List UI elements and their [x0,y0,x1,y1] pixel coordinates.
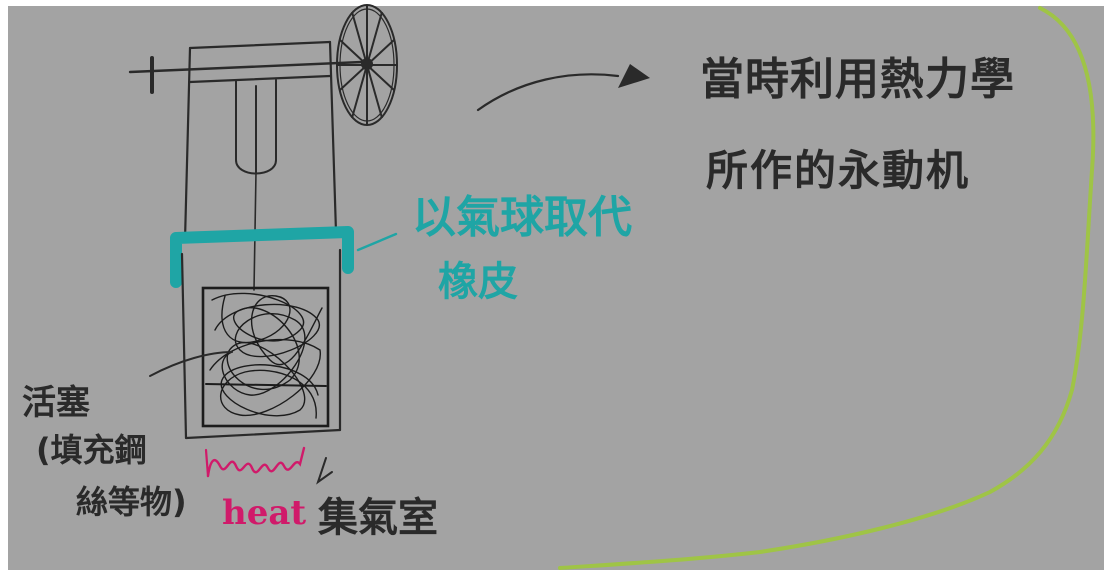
gas-chamber-box [180,248,342,440]
engine-frame [183,40,338,242]
title-line-1: 當時利用熱力學 [700,54,1015,105]
arrow-icon [476,64,650,112]
green-border [558,6,1096,570]
heat-squiggle-left-tick [204,448,210,478]
crank-shaft [128,56,364,94]
balloon-leader-line [356,232,398,252]
paper-background [8,6,1104,570]
piston-label-line-1: 活塞 [22,383,90,423]
piston-leader-line [149,351,233,377]
balloon-band [170,226,354,288]
heat-label: heat [222,493,307,533]
chamber-pointer [316,457,333,485]
piston-label-line-3: 絲等物) [76,483,187,521]
title-line-2: 所作的永動机 [706,146,971,195]
piston-block [201,286,330,428]
piston-label-line-2: (填充鋼 [36,431,147,469]
balloon-label-line-2: 橡皮 [438,259,518,305]
gas-chamber-label: 集氣室 [318,495,438,541]
heat-squiggle [206,446,306,478]
flywheel-icon [336,4,398,126]
balloon-label-line-1: 以氣球取代 [412,192,632,243]
